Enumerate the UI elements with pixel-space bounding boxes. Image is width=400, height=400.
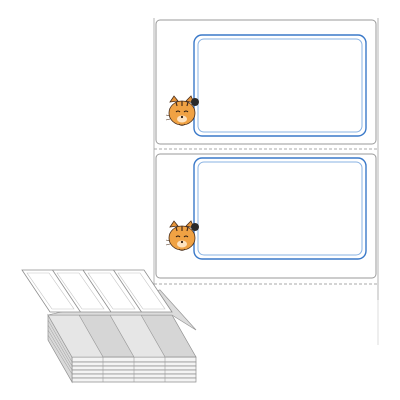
label-2 [155, 153, 377, 279]
label-1-frame-outer [193, 34, 367, 137]
label-2-frame-outer [193, 157, 367, 260]
fanfold-label-stack-icon [21, 269, 197, 384]
tiger-cat-icon [165, 220, 199, 251]
label-2-frame-inner [197, 161, 363, 256]
tiger-cat-icon [165, 95, 199, 126]
label-1 [155, 19, 377, 145]
label-1-frame-inner [197, 38, 363, 133]
